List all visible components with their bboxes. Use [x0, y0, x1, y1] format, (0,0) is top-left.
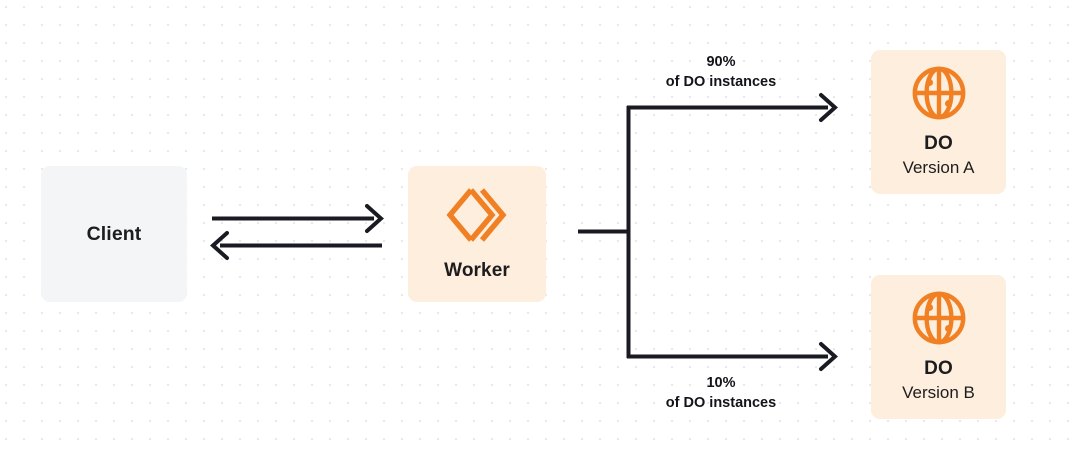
durable-object-globe-icon: [911, 65, 967, 121]
edge-worker-to-client: [209, 231, 382, 260]
edge-label-do-b-percent: 10%: [706, 375, 736, 391]
durable-object-globe-icon: [911, 290, 967, 346]
edge-label-do-a: 90% of DO instances: [628, 52, 814, 92]
node-worker-title: Worker: [444, 260, 510, 282]
node-do-b-subtitle: Version B: [902, 382, 975, 402]
node-client: Client: [41, 166, 187, 302]
cloudflare-workers-icon: [446, 186, 508, 244]
edge-worker-to-do-b: [627, 342, 839, 371]
edge-client-to-worker: [212, 204, 385, 233]
edge-label-do-b: 10% of DO instances: [628, 373, 814, 413]
node-do-version-a: DO Version A: [871, 50, 1006, 194]
node-do-version-b: DO Version B: [871, 275, 1006, 419]
edge-worker-split-bus: [578, 106, 631, 358]
edge-worker-to-do-a: [627, 93, 839, 122]
node-do-a-subtitle: Version A: [902, 157, 975, 177]
node-worker: Worker: [408, 166, 546, 302]
edge-label-do-a-percent: 90%: [706, 54, 736, 70]
node-client-title: Client: [86, 222, 142, 245]
edge-label-do-a-description: of DO instances: [665, 74, 777, 90]
node-do-a-title: DO: [924, 133, 953, 155]
node-do-b-title: DO: [924, 358, 953, 380]
edge-label-do-b-description: of DO instances: [665, 395, 777, 411]
